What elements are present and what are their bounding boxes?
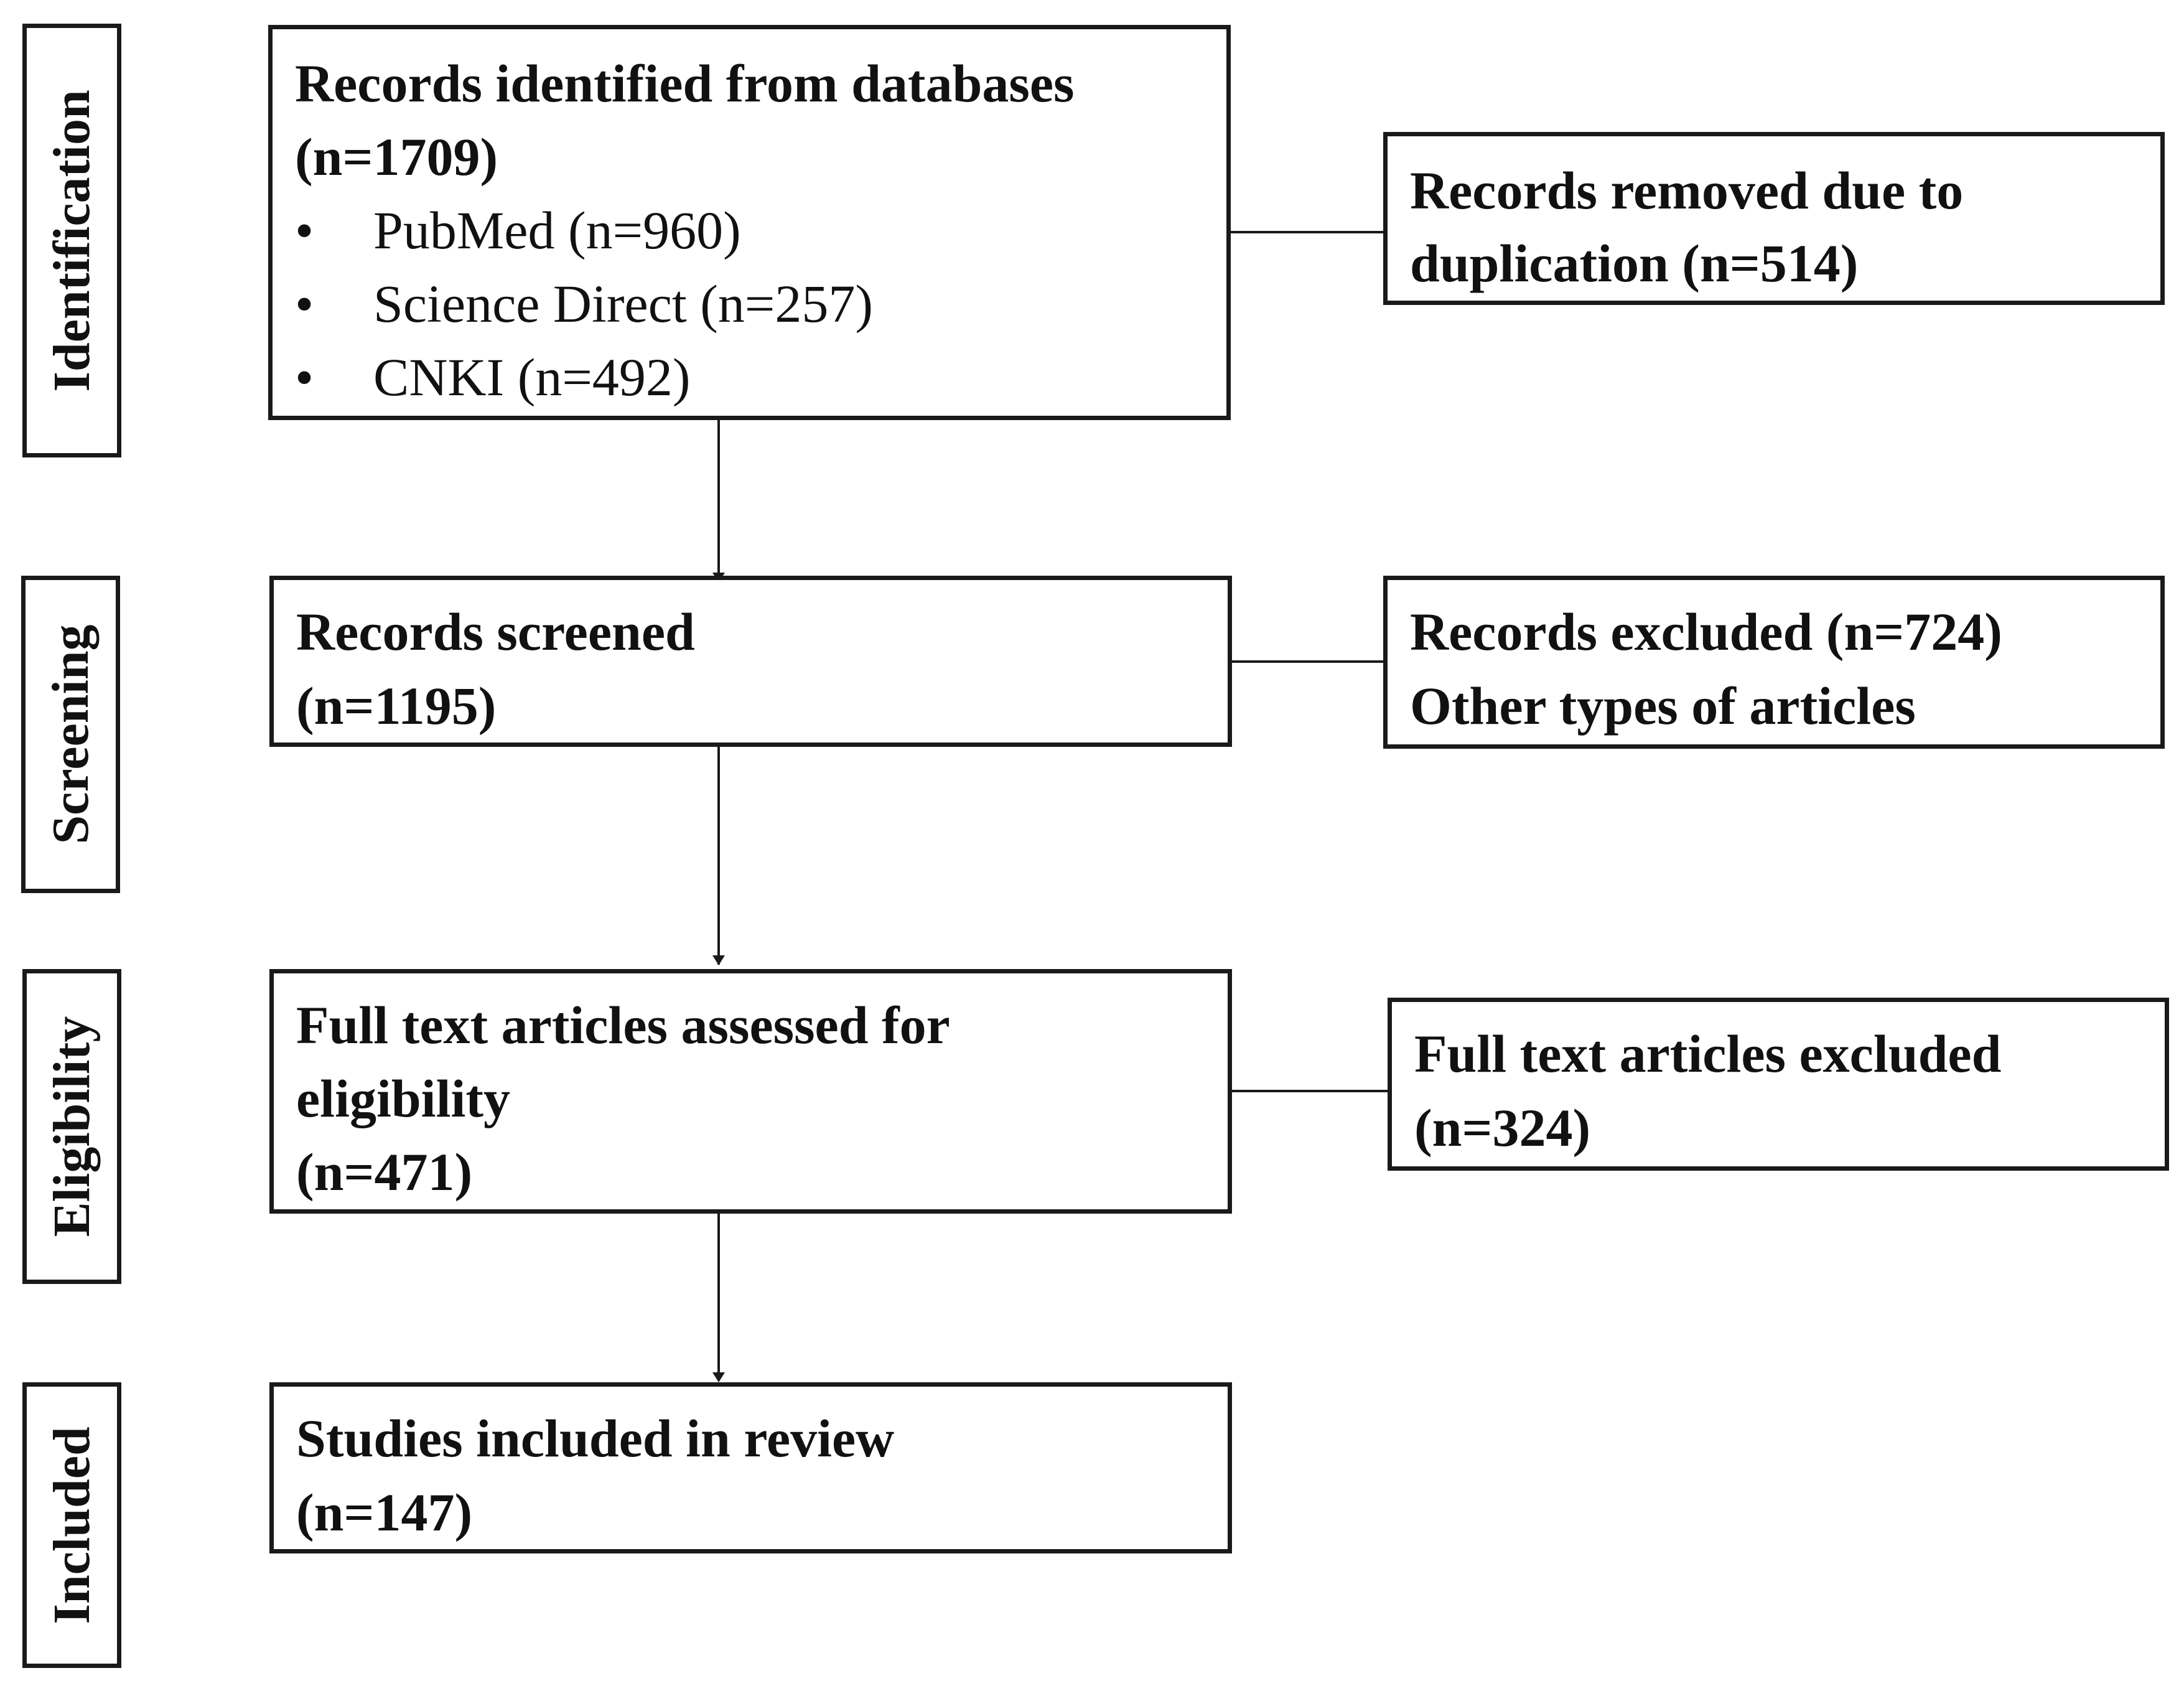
excluded-line2: Other types of articles	[1410, 676, 1916, 736]
box-records-duplicates: Records removed due to duplication (n=51…	[1383, 132, 2165, 305]
fulltext-excluded-count: (n=324)	[1414, 1098, 1591, 1158]
bullet-icon: •	[295, 200, 314, 260]
arrowhead-fulltext	[712, 955, 725, 965]
fulltext-excluded-line1: Full text articles excluded	[1414, 1024, 2002, 1084]
bullet-icon: •	[295, 274, 314, 334]
box-records-screened: Records screened (n=1195)	[269, 576, 1232, 747]
identified-title: Records identified from databases	[295, 54, 1075, 113]
source-pubmed: PubMed (n=960)	[373, 200, 741, 260]
screened-count: (n=1195)	[296, 676, 497, 736]
source-science-direct: Science Direct (n=257)	[373, 274, 874, 334]
duplicates-line2: duplication (n=514)	[1410, 233, 1859, 293]
stage-label-eligibility-text: Eligibility	[42, 1016, 101, 1237]
bullet-icon: •	[295, 347, 314, 407]
fulltext-line2: eligibility	[296, 1069, 510, 1128]
identified-count: (n=1709)	[295, 127, 498, 187]
stage-label-eligibility: Eligibility	[22, 969, 121, 1284]
box-studies-included: Studies included in review (n=147)	[269, 1382, 1232, 1553]
fulltext-count: (n=471)	[296, 1142, 473, 1202]
included-count: (n=147)	[296, 1483, 473, 1542]
fulltext-line1: Full text articles assessed for	[296, 995, 950, 1055]
source-cnki: CNKI (n=492)	[373, 347, 691, 407]
stage-label-screening-text: Screening	[41, 624, 100, 845]
arrowhead-included	[712, 1372, 725, 1382]
box-fulltext-assessed: Full text articles assessed for eligibil…	[269, 969, 1232, 1214]
box-records-identified: Records identified from databases (n=170…	[268, 25, 1231, 420]
included-title: Studies included in review	[296, 1408, 895, 1468]
stage-label-included: Included	[22, 1382, 121, 1668]
stage-label-identification: Identification	[22, 24, 121, 457]
stage-label-identification-text: Identification	[42, 89, 101, 392]
duplicates-line1: Records removed due to	[1410, 161, 1964, 220]
excluded-line1: Records excluded (n=724)	[1410, 602, 2002, 662]
stage-label-included-text: Included	[42, 1426, 101, 1624]
box-records-excluded: Records excluded (n=724) Other types of …	[1383, 576, 2165, 749]
screened-title: Records screened	[296, 602, 695, 662]
stage-label-screening: Screening	[21, 576, 120, 893]
box-fulltext-excluded: Full text articles excluded (n=324)	[1388, 998, 2169, 1171]
